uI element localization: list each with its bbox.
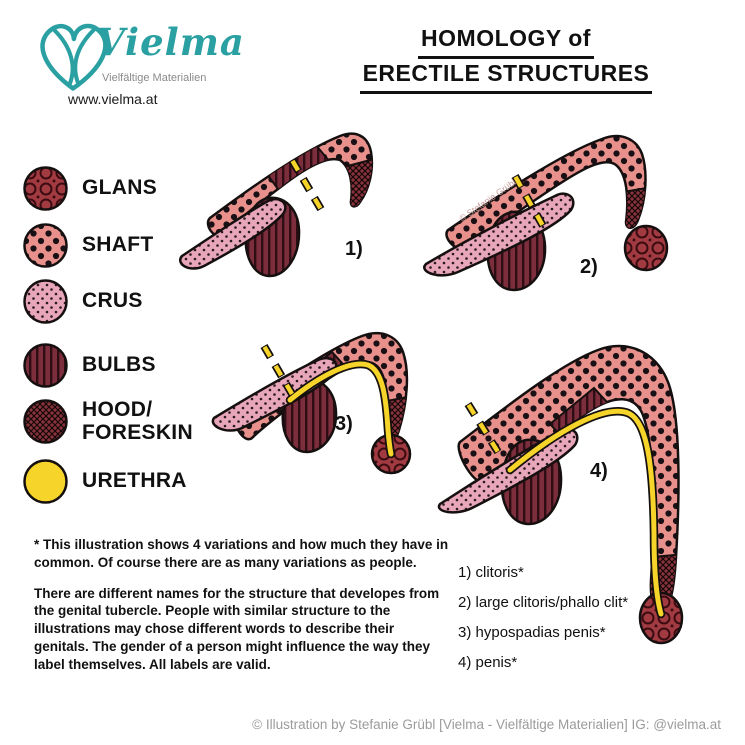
legend-label-bulbs: BULBS [82,353,156,377]
credit-line: © Illustration by Stefanie Grübl [Vielma… [252,717,721,732]
crus [423,192,575,277]
title-line-2: ERECTILE STRUCTURES [359,59,653,94]
figure-3-illustration [211,331,412,475]
page-title: HOMOLOGY of ERECTILE STRUCTURES [350,24,662,94]
bulbs-swatch [23,343,68,388]
legend-label-hood: HOOD/ FORESKIN [82,398,193,444]
hood-swatch [23,399,68,444]
legend-item-hood: HOOD/ FORESKIN [22,398,193,445]
brand-subtitle: Vielfältige Materialien [102,72,207,84]
legend-item-crus: CRUS [22,278,143,325]
list-item-clitoris: 1) clitoris* [458,564,524,581]
explanatory-notes: * This illustration shows 4 variations a… [34,536,450,674]
figure-1-number: 1) [345,238,363,260]
figure-3-number: 3) [335,413,353,435]
vielma-heart-logo-icon [40,23,108,91]
cut-mark [513,174,545,228]
cut-mark [262,344,294,396]
figure-4-number: 4) [590,460,608,482]
legend-label-crus: CRUS [82,289,143,313]
brand-url: www.vielma.at [68,91,158,107]
figure-1-illustration [179,132,374,278]
cut-mark [466,402,500,454]
glans-swatch [23,166,68,211]
figure-2-illustration: © Stefanie Grübl [423,134,669,292]
glans [623,224,669,272]
note-paragraph-2: There are different names for the struct… [34,585,440,672]
brand-name: Vielma [96,20,245,64]
list-item-large-clitoris: 2) large clitoris/phallo clit* [458,594,629,611]
figure-4-illustration [437,344,684,645]
shaft-body [445,134,647,252]
cut-mark [290,158,324,213]
crus-swatch [23,279,68,324]
legend-label-glans: GLANS [82,176,157,200]
legend-item-urethra: URETHRA [22,458,187,505]
legend-item-shaft: SHAFT [22,222,154,269]
legend-item-glans: GLANS [22,165,157,212]
legend-label-shaft: SHAFT [82,233,154,257]
figure-name-list: 1) clitoris* 2) large clitoris/phallo cl… [458,564,628,684]
urethra [287,361,394,457]
urethra [507,408,664,617]
title-line-1: HOMOLOGY of [418,24,594,59]
crus [179,197,287,270]
legend-label-urethra: URETHRA [82,469,187,493]
list-item-penis: 4) penis* [458,654,518,671]
list-item-hypospadias-penis: 3) hypospadias penis* [458,624,606,641]
figure-2-number: 2) [580,256,598,278]
note-paragraph-1: * This illustration shows 4 variations a… [34,537,449,570]
urethra-swatch [23,459,68,504]
shaft-swatch [23,223,68,268]
legend-item-bulbs: BULBS [22,342,156,389]
